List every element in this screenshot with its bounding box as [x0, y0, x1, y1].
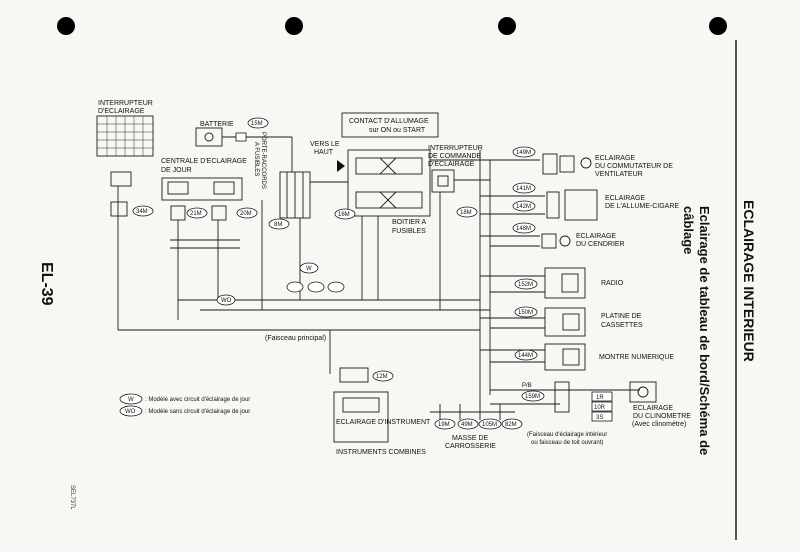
footer-code: SEL737L [69, 485, 75, 510]
lighting-switch: INTERRUPTEUR D'ECLAIRAGE [96, 100, 154, 157]
svg-text:ECLAIRAGE: ECLAIRAGE [633, 405, 673, 412]
instrument-light: ECLAIRAGE D'INSTRUMENT INSTRUMENTS COMBI… [333, 391, 431, 456]
svg-text:19M: 19M [438, 422, 450, 428]
cassette-deck: 150M PLATINE DE CASSETTES [480, 306, 643, 337]
svg-text:DE COMMANDE: DE COMMANDE [428, 153, 482, 160]
svg-text:3S: 3S [596, 415, 603, 421]
svg-text:152M: 152M [518, 282, 533, 288]
svg-text:ECLAIRAGE: ECLAIRAGE [605, 195, 645, 202]
svg-text:ECLAIRAGE: ECLAIRAGE [595, 155, 635, 162]
binder-hole [709, 17, 727, 35]
svg-text:A FUSIBLES: A FUSIBLES [253, 142, 259, 176]
svg-text:150M: 150M [518, 310, 533, 316]
cigarette-lighter-light: 141M 142M ECLAIRAGE DE L'ALLUME-CIGARE [480, 182, 679, 221]
connector-20m: 20M [240, 211, 252, 217]
daytime-lighting-unit: CENTRALE D'ECLAIRAGE DE JOUR [161, 158, 247, 201]
svg-text:149M: 149M [516, 150, 531, 156]
clinometer-light: 159M P/B 1R 10R 3S ECLAIRAGE DU CLINOMET… [490, 381, 691, 428]
section-title: ECLAIRAGE INTERIEUR [741, 200, 757, 362]
svg-text:INSTRUMENTS COMBINES: INSTRUMENTS COMBINES [336, 449, 426, 456]
svg-text:DU CLINOMETRE: DU CLINOMETRE [633, 413, 691, 420]
fuse-box: BOITIER A FUSIBLES [347, 149, 431, 235]
connector-21m: 21M [190, 211, 202, 217]
svg-text:: Modèle sans circuit d'éclair: : Modèle sans circuit d'éclairage de jou… [145, 409, 250, 415]
svg-text:1R: 1R [596, 395, 604, 401]
svg-text:D'ECLAIRAGE: D'ECLAIRAGE [428, 161, 475, 168]
svg-text:148M: 148M [516, 226, 531, 232]
binder-hole [498, 17, 516, 35]
fuse-holder: PORTE-RACCORDS A FUSIBLES [253, 132, 311, 219]
connector-block [110, 171, 132, 187]
wire-harness [117, 159, 490, 374]
svg-text:FUSIBLES: FUSIBLES [392, 228, 426, 235]
svg-text:MASSE DE: MASSE DE [452, 435, 489, 442]
section-subtitle: câblage [681, 206, 696, 254]
svg-text:(Avec clinomètre): (Avec clinomètre) [632, 421, 686, 428]
svg-text:159M: 159M [525, 394, 540, 400]
main-harness-label: (Faisceau principal) [265, 335, 326, 342]
connector-34m: 34M [136, 209, 148, 215]
svg-text:INTERRUPTEUR: INTERRUPTEUR [428, 145, 483, 152]
svg-text:INTERRUPTEUR: INTERRUPTEUR [98, 100, 153, 107]
binder-hole [57, 17, 75, 35]
svg-text:MONTRE NUMERIQUE: MONTRE NUMERIQUE [599, 354, 674, 361]
svg-text:W: W [306, 266, 312, 272]
svg-text:ECLAIRAGE D'INSTRUMENT: ECLAIRAGE D'INSTRUMENT [336, 419, 431, 426]
connector-8m: 8M [274, 222, 282, 228]
ashtray-light: 148M ECLAIRAGE DU CENDRIER [480, 222, 625, 249]
lighting-control-switch: INTERRUPTEUR DE COMMANDE D'ECLAIRAGE [428, 145, 483, 193]
up-label: VERS LE [310, 141, 340, 148]
svg-text:W: W [128, 397, 134, 403]
up-label: HAUT [314, 149, 334, 156]
svg-text:BATTERIE: BATTERIE [200, 121, 234, 128]
ignition-switch: CONTACT D'ALLUMAGE sur ON ou START [341, 112, 439, 138]
svg-text:82M: 82M [505, 422, 517, 428]
svg-text:CONTACT D'ALLUMAGE: CONTACT D'ALLUMAGE [349, 118, 429, 125]
svg-text:141M: 141M [516, 186, 531, 192]
connector-16m: 16M [338, 212, 350, 218]
body-ground: 19M 49M 105M 82M MASSE DE CARROSSERIE [430, 404, 523, 450]
connector-block [110, 201, 128, 217]
svg-text:RADIO: RADIO [601, 280, 624, 287]
legend: W : Modèle avec circuit d'éclairage de j… [119, 393, 250, 417]
connector-12m: 12M [376, 374, 388, 380]
up-arrow-icon [337, 160, 345, 172]
svg-text:DE JOUR: DE JOUR [161, 167, 192, 174]
svg-text:: Modèle avec circuit d'éclair: : Modèle avec circuit d'éclairage de jou… [145, 397, 250, 403]
svg-text:PLATINE DE: PLATINE DE [601, 313, 642, 320]
svg-text:VENTILATEUR: VENTILATEUR [595, 171, 643, 178]
svg-text:P/B: P/B [522, 383, 532, 389]
svg-text:D'ECLAIRAGE: D'ECLAIRAGE [98, 108, 145, 115]
digital-clock: 144M MONTRE NUMERIQUE [480, 343, 674, 371]
svg-text:10R: 10R [594, 405, 606, 411]
battery: BATTERIE [195, 121, 293, 172]
page-code: EL-39 [38, 262, 55, 306]
svg-text:49M: 49M [461, 422, 473, 428]
svg-text:DU COMMUTATEUR DE: DU COMMUTATEUR DE [595, 163, 673, 170]
radio: 152M RADIO [480, 267, 624, 299]
fan-switch-light: 149M ECLAIRAGE DU COMMUTATEUR DE VENTILA… [480, 146, 673, 178]
svg-text:CENTRALE D'ECLAIRAGE: CENTRALE D'ECLAIRAGE [161, 158, 247, 165]
svg-text:144M: 144M [518, 353, 533, 359]
svg-text:DU CENDRIER: DU CENDRIER [576, 241, 625, 248]
svg-text:DE L'ALLUME-CIGARE: DE L'ALLUME-CIGARE [605, 203, 679, 210]
connector-15m: 15M [251, 121, 263, 127]
binder-hole [285, 17, 303, 35]
svg-text:PORTE-RACCORDS: PORTE-RACCORDS [260, 132, 266, 189]
interior-harness-label: (Faisceau d'éclairage intérieur [527, 432, 607, 438]
svg-text:BOITIER A: BOITIER A [392, 219, 427, 226]
section-subtitle: Eclairage de tableau de bord/Schéma de [697, 206, 712, 455]
connector-18m: 18M [460, 210, 472, 216]
svg-text:ECLAIRAGE: ECLAIRAGE [576, 233, 616, 240]
svg-text:WO: WO [221, 298, 232, 304]
svg-text:CARROSSERIE: CARROSSERIE [445, 443, 496, 450]
interior-harness-label: ou faisceau de toit ouvrant) [531, 440, 603, 446]
svg-text:WO: WO [125, 409, 136, 415]
svg-text:105M: 105M [482, 422, 497, 428]
svg-text:CASSETTES: CASSETTES [601, 322, 643, 329]
svg-text:142M: 142M [516, 204, 531, 210]
svg-text:sur ON ou START: sur ON ou START [369, 127, 426, 134]
